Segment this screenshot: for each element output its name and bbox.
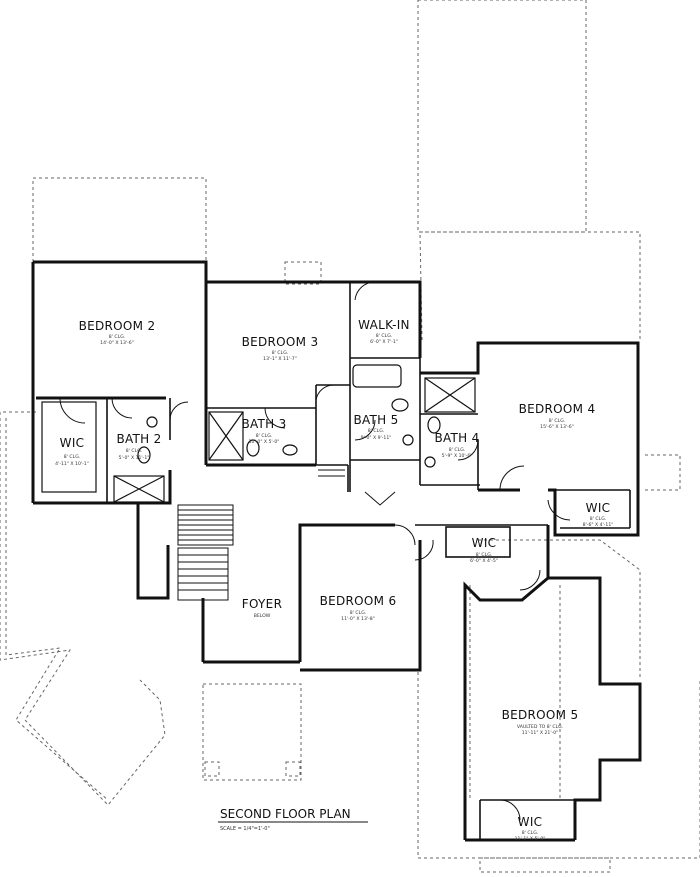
title-block: SECOND FLOOR PLAN SCALE = 1/4"=1'-0" <box>218 807 368 832</box>
room-ceiling: 8' CLG. <box>368 428 384 434</box>
room-bedroom2: BEDROOM 2 8' CLG. 14'-0" X 13'-6" <box>79 319 156 346</box>
room-name: BATH 3 <box>241 417 286 431</box>
room-ceiling: 8' CLG. <box>376 333 392 339</box>
room-size: 14'-0" X 13'-6" <box>100 340 134 346</box>
room-bedroom4: BEDROOM 4 8' CLG. 15'-6" X 13'-6" <box>519 402 596 430</box>
fixtures <box>41 364 476 503</box>
stairs <box>177 469 345 601</box>
room-name: BEDROOM 2 <box>79 319 156 333</box>
room-foyer: FOYER BELOW <box>242 597 282 619</box>
room-name: WIC <box>586 501 611 515</box>
room-name: BEDROOM 5 <box>502 708 579 722</box>
room-size: 4'-11" X 10'-1" <box>55 461 89 467</box>
plan-title: SECOND FLOOR PLAN <box>220 807 351 821</box>
room-name: WIC <box>60 436 85 450</box>
room-size: 11'-1" X 5'-0" <box>515 836 546 842</box>
room-wic-bed2: WIC 8' CLG. 4'-11" X 10'-1" <box>55 436 89 467</box>
room-name: WALK-IN <box>358 318 410 332</box>
room-name: WIC <box>518 815 543 829</box>
room-name: FOYER <box>242 597 282 611</box>
room-size: 13'-1" X 11'-7" <box>263 356 297 362</box>
room-size: 15'-6" X 13'-6" <box>540 424 574 430</box>
room-ceiling: 8' CLG. <box>350 610 366 616</box>
room-size: 5'-9" X 10'-6" <box>442 453 473 459</box>
doors <box>59 281 571 821</box>
room-bedroom6: BEDROOM 6 8' CLG. 11'-0" X 13'-8" <box>320 594 397 622</box>
room-bath5: BATH 5 8' CLG. 9'-0" X 9'-11" <box>353 413 398 441</box>
plan-scale: SCALE = 1/4"=1'-0" <box>220 826 270 832</box>
room-name: BATH 4 <box>434 431 479 445</box>
room-size: 11'-0" X 13'-8" <box>341 616 375 622</box>
room-size: 11'-11" X 21'-0" <box>522 730 559 736</box>
room-ceiling: 8' CLG. <box>449 447 465 453</box>
room-ceiling: 8' CLG. <box>109 334 125 340</box>
room-walkin: WALK-IN 8' CLG. 6'-0" X 7'-1" <box>358 318 410 345</box>
room-ceiling: 8' CLG. <box>272 350 288 356</box>
room-name: BEDROOM 6 <box>320 594 397 608</box>
room-size: 10'-0" X 5'-0" <box>249 439 280 445</box>
room-bedroom5: BEDROOM 5 VAULTED TO 8' CLG. 11'-11" X 2… <box>502 708 579 736</box>
room-bath4: BATH 4 8' CLG. 5'-9" X 10'-6" <box>434 431 479 459</box>
room-ceiling: 8' CLG. <box>549 418 565 424</box>
room-size: 5'-0" X 11'-1" <box>119 455 150 461</box>
room-ceiling: 8' CLG. <box>256 433 272 439</box>
room-ceiling: VAULTED TO 8' CLG. <box>517 724 563 730</box>
room-bedroom3: BEDROOM 3 8' CLG. 13'-1" X 11'-7" <box>242 335 319 362</box>
room-ceiling: 8' CLG. <box>476 552 492 558</box>
room-ceiling: 8' CLG. <box>126 448 142 454</box>
room-name: BATH 2 <box>116 432 161 446</box>
room-size: 6'-0" X 4'-5" <box>470 558 498 564</box>
room-name: WIC <box>472 536 497 550</box>
room-bath2: BATH 2 8' CLG. 5'-0" X 11'-1" <box>116 432 161 461</box>
room-wic-bed5: WIC 8' CLG. 11'-1" X 5'-0" <box>515 815 546 842</box>
room-name: BEDROOM 4 <box>519 402 596 416</box>
room-wic-bed6: WIC 8' CLG. 6'-0" X 4'-5" <box>470 536 498 564</box>
room-name: BATH 5 <box>353 413 398 427</box>
room-size: 6'-0" X 7'-1" <box>370 339 398 345</box>
room-ceiling: 8' CLG. <box>522 830 538 836</box>
room-ceiling: 8' CLG. <box>590 516 606 522</box>
room-ceiling: BELOW <box>254 613 271 619</box>
room-wic-bed4: WIC 8' CLG. 8'-6" X 4'-11" <box>583 501 614 528</box>
room-size: 8'-6" X 4'-11" <box>583 522 614 528</box>
room-bath3: BATH 3 8' CLG. 10'-0" X 5'-0" <box>241 417 286 445</box>
room-name: BEDROOM 3 <box>242 335 319 349</box>
room-ceiling: 8' CLG. <box>64 454 80 460</box>
room-size: 9'-0" X 9'-11" <box>361 435 392 441</box>
walls <box>31 260 642 842</box>
